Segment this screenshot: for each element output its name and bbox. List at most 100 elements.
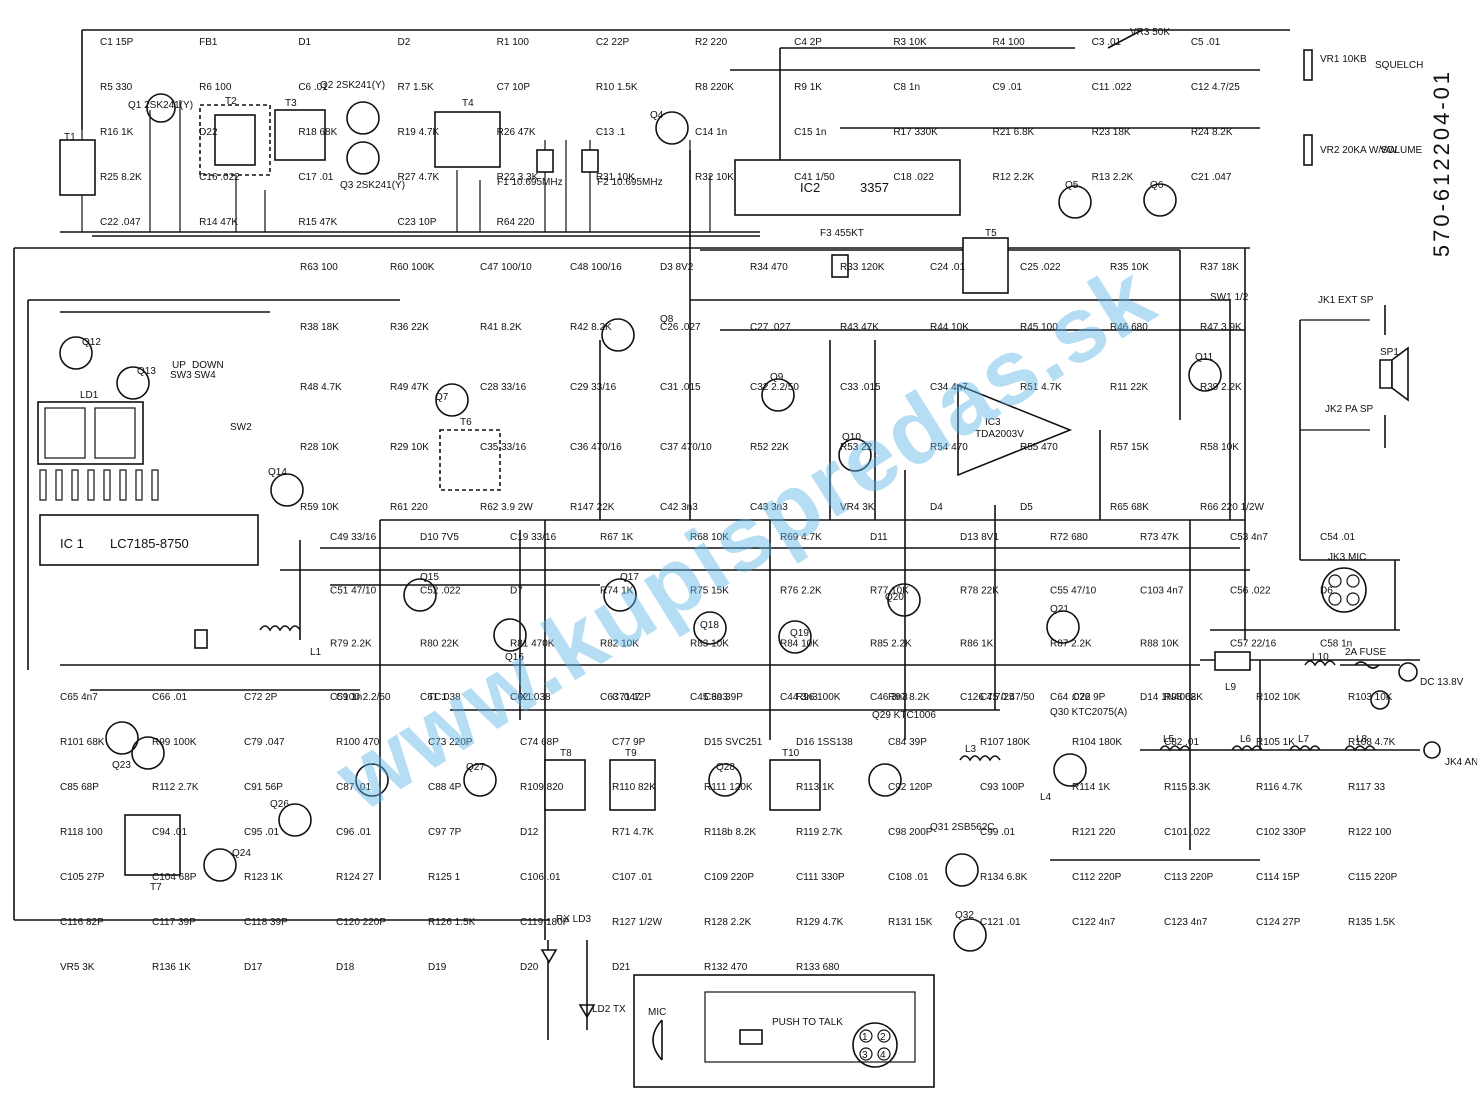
ic-blocks [37,159,1073,566]
component-value-label: R109 820 [520,782,564,793]
component-value-label: C121 .01 [980,917,1021,928]
transistor-label: Q11 [1195,352,1214,363]
component-value-label: C55 47/10 [1050,585,1097,596]
component-value-label: R128 2.2K [704,917,752,928]
inductor-label: L5 [1163,734,1175,745]
vr2-label: VR2 20KA W/SW [1320,145,1398,156]
component-value-label: C14 1n [695,127,727,138]
transistor-label: Q17 [620,572,639,583]
component-value-label: C116 82P [60,917,104,928]
drawing-number: 570-612204-01 [1412,10,1472,310]
component-value-label: R48 4.7K [300,382,342,393]
inductor-label: L4 [1040,792,1052,803]
component-value-label: C92 120P [888,782,933,793]
component-value-label: D3 8V2 [660,262,694,273]
component-value-label: R97 8.2K [888,692,930,703]
component-value-label: R102 10K [1256,692,1301,703]
component-value-label: R6 100 [199,82,232,93]
component-value-label: R28 10K [300,442,339,453]
component-value-label: R27 4.7K [398,172,440,183]
component-value-label: C120 220P [336,917,386,928]
component-value-label: R17 330K [893,127,938,138]
component-value-label: R79 2.2K [330,639,372,650]
audio-output-jacks [1300,305,1409,613]
component-value-label: C24 .01 [930,262,965,273]
component-value-label: R13 2.2K [1092,172,1134,183]
ic1-body [39,514,259,566]
component-value-label: R49 47K [390,382,429,393]
component-value-label: R77 10K [870,585,909,596]
component-value-label: R87 2.2K [1050,639,1092,650]
component-value-label: D15 SVC251 [704,737,763,748]
transistor-labels: Q1 2SK241(Y) Q2 2SK241(Y) Q3 2SK241(Y) Q… [82,80,1214,921]
component-value-label: R71 4.7K [612,827,654,838]
component-value-label: C126 4.7/25 [960,692,1015,703]
transformer-label: T1 [64,132,76,143]
display-ld1 [37,401,144,465]
component-value-label: R117 33 [1348,782,1386,793]
component-value-label: D21 [612,962,631,973]
transformer-label: T9 [625,748,637,759]
transformer-label: T3 [285,98,297,109]
component-value-label: R74 1K [600,585,634,596]
transistor-label: Q14 [268,467,287,478]
component-value-label: C77 9P [612,737,646,748]
component-value-label: C9 .01 [993,82,1023,93]
component-value-label: R75 15K [690,585,729,596]
mic-box [633,974,935,1088]
component-value-label: C104 68P [152,872,197,883]
component-value-label: C123 4n7 [1164,917,1208,928]
component-value-label: R99 100K [152,737,197,748]
inductor-label: L8 [1356,734,1368,745]
component-value-label: R134 6.8K [980,872,1028,883]
transistor-label: Q21 [1050,604,1069,615]
component-value-label: C96 .01 [336,827,371,838]
component-value-label: C23 10P [398,217,437,228]
component-value-label: C36 470/16 [570,442,622,453]
component-value-label: C100 2.2/50 [336,692,391,703]
component-value-label: R36 22K [390,322,429,333]
component-value-label: C71 12P [612,692,651,703]
component-value-label: C62 .038 [510,692,551,703]
component-value-label: R114 1K [1072,782,1111,793]
component-value-label: R103 10K [1348,692,1393,703]
component-value-label: R80 22K [420,639,459,650]
component-value-label: VR4 3K [840,502,875,513]
component-value-label: R105 1K [1256,737,1295,748]
mic-pin-number: 2 [880,1032,886,1043]
component-value-label: R18 68K [298,127,337,138]
component-value-label: R118b 8.2K [704,827,756,838]
component-value-label: R55 470 [1020,442,1058,453]
inductor-label: L10 [1312,652,1329,663]
component-value-label: C43 3n3 [750,502,788,513]
component-value-label: C117 39P [152,917,196,928]
component-value-label: R19 4.7K [398,127,440,138]
vr1-label: VR1 10KB [1320,54,1367,65]
component-value-label: C49 33/16 [330,532,377,543]
component-value-label: C12 4.7/25 [1191,82,1240,93]
component-value-label: C119 180P [520,917,570,928]
component-value-label: R43 47K [840,322,879,333]
rx-led-label: RX LD3 [556,914,591,925]
volume-label: VOLUME [1380,145,1423,156]
component-value-label: D19 [428,962,447,973]
fuse-label: 2A FUSE [1345,647,1386,658]
ic1-label: IC 1 [60,536,84,551]
component-value-label: R68 10K [690,532,729,543]
component-value-label: R65 68K [1110,502,1149,513]
transformer-label: T4 [462,98,474,109]
transistor-label: Q2 2SK241(Y) [320,80,385,91]
component-value-label: C98 200P [888,827,933,838]
transistor-label: Q8 [660,314,674,325]
component-value-label: C115 220P [1348,872,1398,883]
component-value-label: R2 220 [695,37,728,48]
component-value-label: R122 100 [1348,827,1392,838]
component-value-label: D22 [199,127,218,138]
component-value-label: C45 3n3 [690,692,728,703]
sw4-label: SW4 [194,370,216,381]
mic-pin-number: 1 [862,1032,868,1043]
ext-sp-label: JK1 EXT SP [1318,295,1374,306]
component-value-label: C28 33/16 [480,382,527,393]
transistor-label: Q10 [842,432,861,443]
